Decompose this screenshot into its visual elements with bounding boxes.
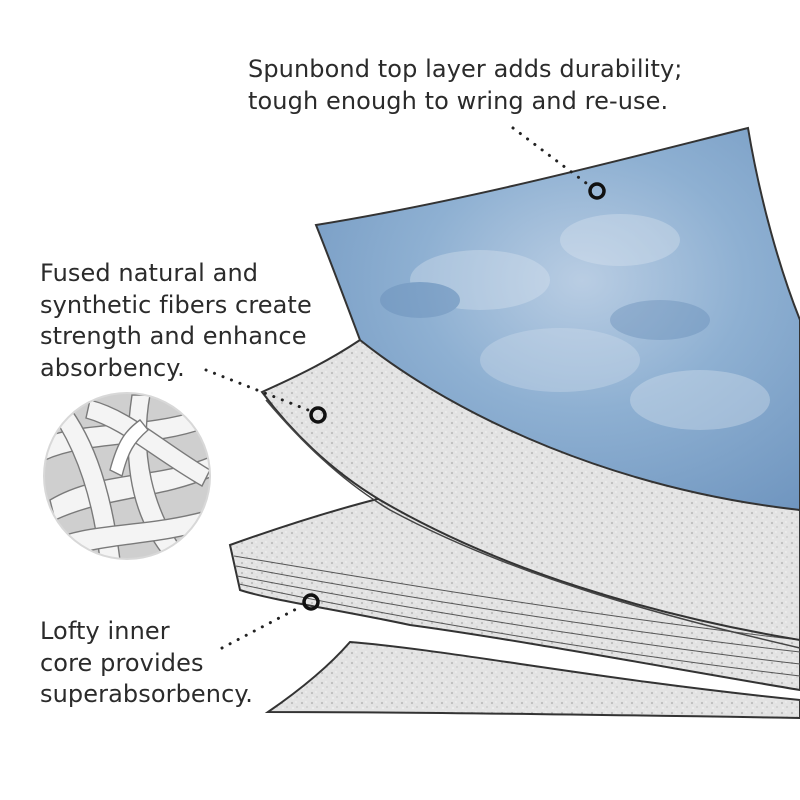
callout-line: Spunbond top layer adds durability; [248,55,683,83]
callout-line: strength and enhance [40,322,307,351]
callout-line: Lofty inner [40,617,170,645]
callout-line: Fused natural and [40,259,259,287]
inner-core-edge-lines [233,555,800,677]
callout-line: superabsorbency. [40,680,253,709]
leader-line-mid [204,368,310,412]
callout-lofty-core: Lofty inner core provides superabsorbenc… [40,616,253,711]
fiber-closeup-icon [43,392,211,560]
marker-ring-icon [309,406,327,424]
leader-line-low [220,604,304,650]
callout-spunbond-top-layer: Spunbond top layer adds durability; toug… [248,54,682,117]
callout-line: tough enough to wring and re-use. [248,86,669,115]
leader-lines [204,126,592,650]
spunbond-texture [380,214,770,430]
marker-ring-icon [302,593,320,611]
callout-line: synthetic fibers create [40,290,312,319]
bottom-layer [264,640,800,720]
callout-line: absorbency. [40,354,185,383]
middle-layer-edge [265,399,800,649]
marker-ring-icon [588,182,606,200]
callout-fused-fibers: Fused natural and synthetic fibers creat… [40,258,312,385]
callout-line: core provides [40,648,204,677]
